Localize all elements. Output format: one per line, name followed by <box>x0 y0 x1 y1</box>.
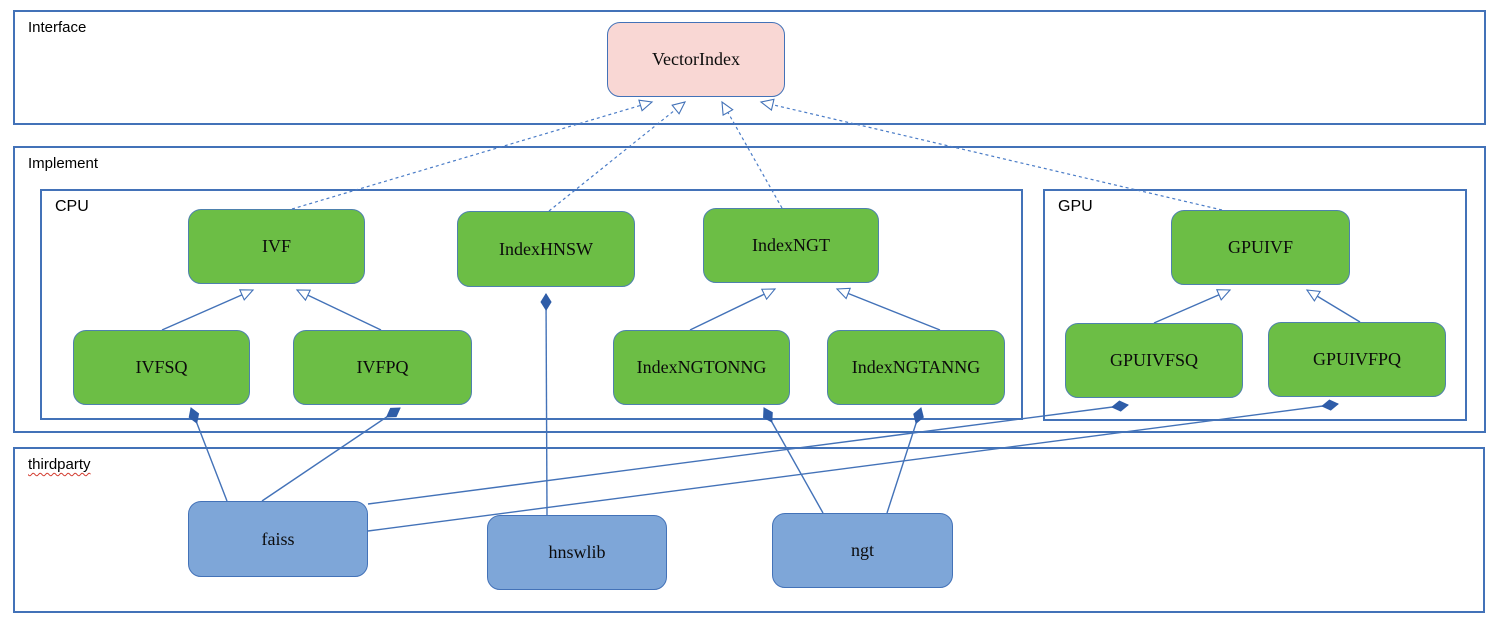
edge-faiss-gpuivfsq <box>367 400 1129 505</box>
node-gpuivf[interactable]: GPUIVF <box>1171 210 1350 285</box>
node-ngt-label: ngt <box>850 540 874 560</box>
node-faiss-label: faiss <box>261 528 295 549</box>
edge-ivfpq-ivf <box>295 289 382 331</box>
node-ivfpq[interactable]: IVFPQ <box>293 330 472 405</box>
container-thirdparty[interactable]: thirdparty <box>13 447 1485 613</box>
node-indexngtonng[interactable]: IndexNGTONNG <box>613 330 790 405</box>
edge-ivfsq-ivf <box>161 289 255 331</box>
node-gpuivf-label: GPUIVF <box>1227 237 1293 257</box>
edge-hnswlib-indexhnsw <box>540 293 552 516</box>
container-gpu[interactable]: GPU <box>1043 189 1467 421</box>
edge-gpuivfpq-gpuivf <box>1305 289 1361 323</box>
node-indexngt[interactable]: IndexNGT <box>703 208 879 283</box>
node-hnswlib[interactable]: hnswlib <box>487 515 667 590</box>
edge-faiss-ivfsq <box>188 407 228 502</box>
container-cpu-label: CPU <box>55 198 89 215</box>
edge-indexhnsw-vectorindex <box>548 101 687 212</box>
container-gpu-label: GPU <box>1058 198 1093 215</box>
container-cpu[interactable]: CPU <box>40 189 1023 420</box>
edge-indexngtonng-indexngt <box>689 288 777 331</box>
node-ivfsq-label: IVFSQ <box>135 357 188 377</box>
edge-ivf-vectorindex <box>291 99 654 210</box>
node-indexngt-label: IndexNGT <box>752 235 830 255</box>
edge-ngt-indexngtanng <box>886 407 924 514</box>
edge-ngt-indexngtonng <box>763 407 824 514</box>
node-vectorindex[interactable]: VectorIndex <box>607 22 785 97</box>
node-ngt[interactable]: ngt <box>772 513 953 588</box>
container-interface-label: Interface <box>28 19 87 36</box>
node-ivf-label: IVF <box>261 236 291 256</box>
container-implement[interactable]: Implement <box>13 146 1486 433</box>
edge-indexngt-vectorindex <box>721 100 783 209</box>
node-gpuivfpq[interactable]: GPUIVFPQ <box>1268 322 1446 397</box>
edge-faiss-gpuivfpq <box>367 399 1339 532</box>
node-indexhnsw[interactable]: IndexHNSW <box>457 211 635 287</box>
container-thirdparty-label: thirdparty <box>28 456 91 473</box>
container-implement-label: Implement <box>28 155 99 172</box>
node-vectorindex-label: VectorIndex <box>652 49 740 69</box>
edge-indexngtanng-indexngt <box>835 287 941 331</box>
node-gpuivfsq[interactable]: GPUIVFSQ <box>1065 323 1243 398</box>
node-indexngtanng-label: IndexNGTANNG <box>851 357 981 377</box>
node-ivf[interactable]: IVF <box>188 209 365 284</box>
node-indexhnsw-label: IndexHNSW <box>499 238 593 259</box>
edge-faiss-ivfpq <box>261 407 401 502</box>
edge-gpuivf-vectorindex <box>759 98 1223 211</box>
node-faiss[interactable]: faiss <box>188 501 368 577</box>
node-ivfsq[interactable]: IVFSQ <box>73 330 250 405</box>
node-hnswlib-label: hnswlib <box>548 542 606 562</box>
node-gpuivfpq-label: GPUIVFPQ <box>1312 349 1402 369</box>
edge-gpuivfsq-gpuivf <box>1153 289 1232 324</box>
node-gpuivfsq-label: GPUIVFSQ <box>1109 350 1199 370</box>
node-indexngtonng-label: IndexNGTONNG <box>636 357 767 377</box>
node-ivfpq-label: IVFPQ <box>356 357 409 377</box>
node-indexngtanng[interactable]: IndexNGTANNG <box>827 330 1005 405</box>
container-interface[interactable]: Interface <box>13 10 1486 125</box>
